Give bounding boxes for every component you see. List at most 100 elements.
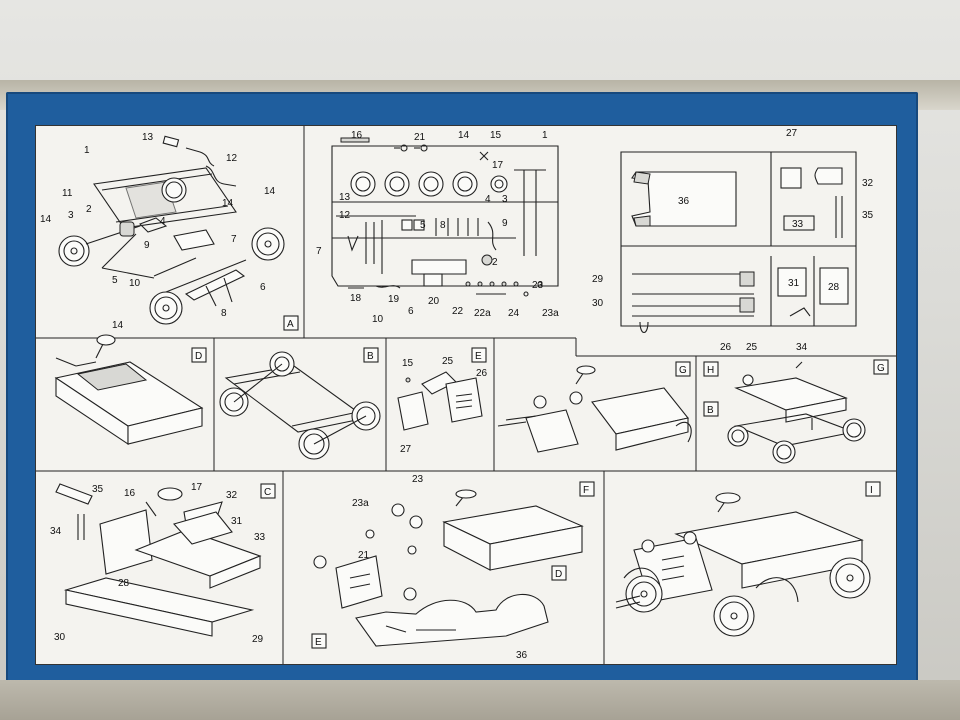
svg-text:25: 25 (746, 342, 758, 353)
svg-text:16: 16 (124, 488, 136, 499)
svg-text:21: 21 (358, 550, 370, 561)
panel-a-tag-box (283, 315, 299, 331)
panel-f-d-tag-box (551, 565, 567, 581)
panel-f-e-tag: E (315, 637, 322, 648)
svg-text:20: 20 (428, 296, 440, 307)
svg-text:34: 34 (50, 526, 62, 537)
svg-text:29: 29 (252, 634, 264, 645)
panel-e-tag-box (471, 347, 487, 363)
panel-f-body-assembly (313, 489, 584, 647)
panel-e-labels: 15 25 26 27 (400, 356, 488, 455)
svg-text:30: 30 (54, 632, 66, 643)
svg-text:9: 9 (144, 240, 150, 251)
svg-text:14: 14 (222, 198, 234, 209)
svg-text:32: 32 (862, 178, 874, 189)
svg-text:31: 31 (788, 278, 800, 289)
panel-f-tag: F (583, 485, 589, 496)
panel-c-labels: 35 16 17 32 34 31 33 28 30 29 (50, 482, 266, 645)
svg-text:14: 14 (112, 320, 124, 331)
panel-b-chassis-assembled (219, 351, 381, 460)
assembly-diagram: 1 2 3 4 5 6 7 8 9 10 11 12 13 14 14 14 1… (36, 126, 896, 664)
svg-text:32: 32 (226, 490, 238, 501)
svg-text:7: 7 (316, 246, 322, 257)
svg-text:2: 2 (86, 204, 92, 215)
svg-text:1: 1 (542, 130, 548, 141)
panel-e-hood-parts (397, 371, 483, 431)
svg-text:23a: 23a (542, 308, 559, 319)
svg-text:35: 35 (92, 484, 104, 495)
panel-g-tag-box (675, 361, 691, 377)
panel-i-finished-car (615, 492, 871, 637)
panel-i-tag: I (870, 485, 873, 496)
panel-f-e-tag-box (311, 633, 327, 649)
svg-text:16: 16 (351, 130, 363, 141)
box-side-edge (0, 680, 960, 720)
svg-text:8: 8 (221, 308, 227, 319)
panel-c-tag-box (260, 483, 276, 499)
panel-d-body-tub (54, 334, 204, 446)
svg-text:14: 14 (458, 130, 470, 141)
svg-text:26: 26 (720, 342, 732, 353)
panel-c-tag: C (264, 487, 271, 498)
svg-text:6: 6 (260, 282, 266, 293)
svg-text:11: 11 (62, 188, 73, 199)
svg-text:3: 3 (502, 194, 508, 205)
instruction-sheet: 1 2 3 4 5 6 7 8 9 10 11 12 13 14 14 14 1… (35, 125, 897, 665)
svg-text:27: 27 (400, 444, 412, 455)
panel-h-tag-box (703, 361, 719, 377)
svg-text:28: 28 (828, 282, 840, 293)
panel-h-tag: H (707, 365, 714, 376)
panel-c-seats-floor (55, 483, 262, 637)
svg-text:8: 8 (440, 220, 446, 231)
panel-e-tag: E (475, 351, 482, 362)
svg-text:23a: 23a (352, 498, 369, 509)
panel-borders (36, 126, 896, 664)
svg-text:15: 15 (490, 130, 502, 141)
panel-h-g-tag: G (877, 363, 885, 374)
panel-a-chassis-exploded (58, 135, 285, 325)
svg-text:27: 27 (786, 128, 798, 139)
svg-text:1: 1 (84, 145, 90, 156)
svg-text:17: 17 (191, 482, 203, 493)
svg-text:17: 17 (492, 160, 504, 171)
svg-text:35: 35 (862, 210, 874, 221)
panel-g-body-with-hood (497, 365, 692, 453)
svg-text:13: 13 (339, 192, 351, 203)
panel-f-d-tag: D (555, 569, 562, 580)
sprue-2-parts (620, 151, 857, 334)
panel-b-tag-box (363, 347, 379, 363)
svg-text:36: 36 (516, 650, 528, 661)
panel-a-labels: 1 2 3 4 5 6 7 8 9 10 11 12 13 14 14 14 1… (40, 132, 276, 331)
svg-text:29: 29 (592, 274, 604, 285)
panel-d-tag: D (195, 351, 202, 362)
svg-text:7: 7 (231, 234, 237, 245)
svg-text:12: 12 (339, 210, 351, 221)
svg-text:33: 33 (792, 219, 804, 230)
svg-text:4: 4 (485, 194, 491, 205)
sprue-1-labels: 16 21 14 15 1 17 13 12 5 8 4 3 9 7 2 18 … (316, 130, 559, 325)
panel-d-tag-box (191, 347, 207, 363)
svg-text:5: 5 (420, 220, 426, 231)
svg-text:21: 21 (414, 132, 426, 143)
svg-text:6: 6 (408, 306, 414, 317)
svg-text:36: 36 (678, 196, 690, 207)
svg-text:5: 5 (112, 275, 118, 286)
svg-text:12: 12 (226, 153, 238, 164)
svg-text:22a: 22a (474, 308, 491, 319)
svg-text:23: 23 (412, 474, 424, 485)
panel-a-tag: A (287, 319, 294, 330)
svg-text:10: 10 (372, 314, 384, 325)
panel-f-tag-box (579, 481, 595, 497)
svg-text:30: 30 (592, 298, 604, 309)
svg-text:28: 28 (118, 578, 130, 589)
panel-i-tag-box (865, 481, 881, 497)
panel-h-body-onto-chassis (727, 361, 866, 464)
panel-h-g-tag-box (873, 359, 889, 375)
svg-text:14: 14 (40, 214, 52, 225)
svg-text:4: 4 (160, 216, 166, 227)
svg-text:18: 18 (350, 293, 362, 304)
panel-b-tag: B (367, 351, 374, 362)
svg-text:9: 9 (502, 218, 508, 229)
svg-text:25: 25 (442, 356, 454, 367)
sprue-2-labels: 27 32 36 35 33 29 31 28 30 26 25 34 (592, 128, 874, 353)
